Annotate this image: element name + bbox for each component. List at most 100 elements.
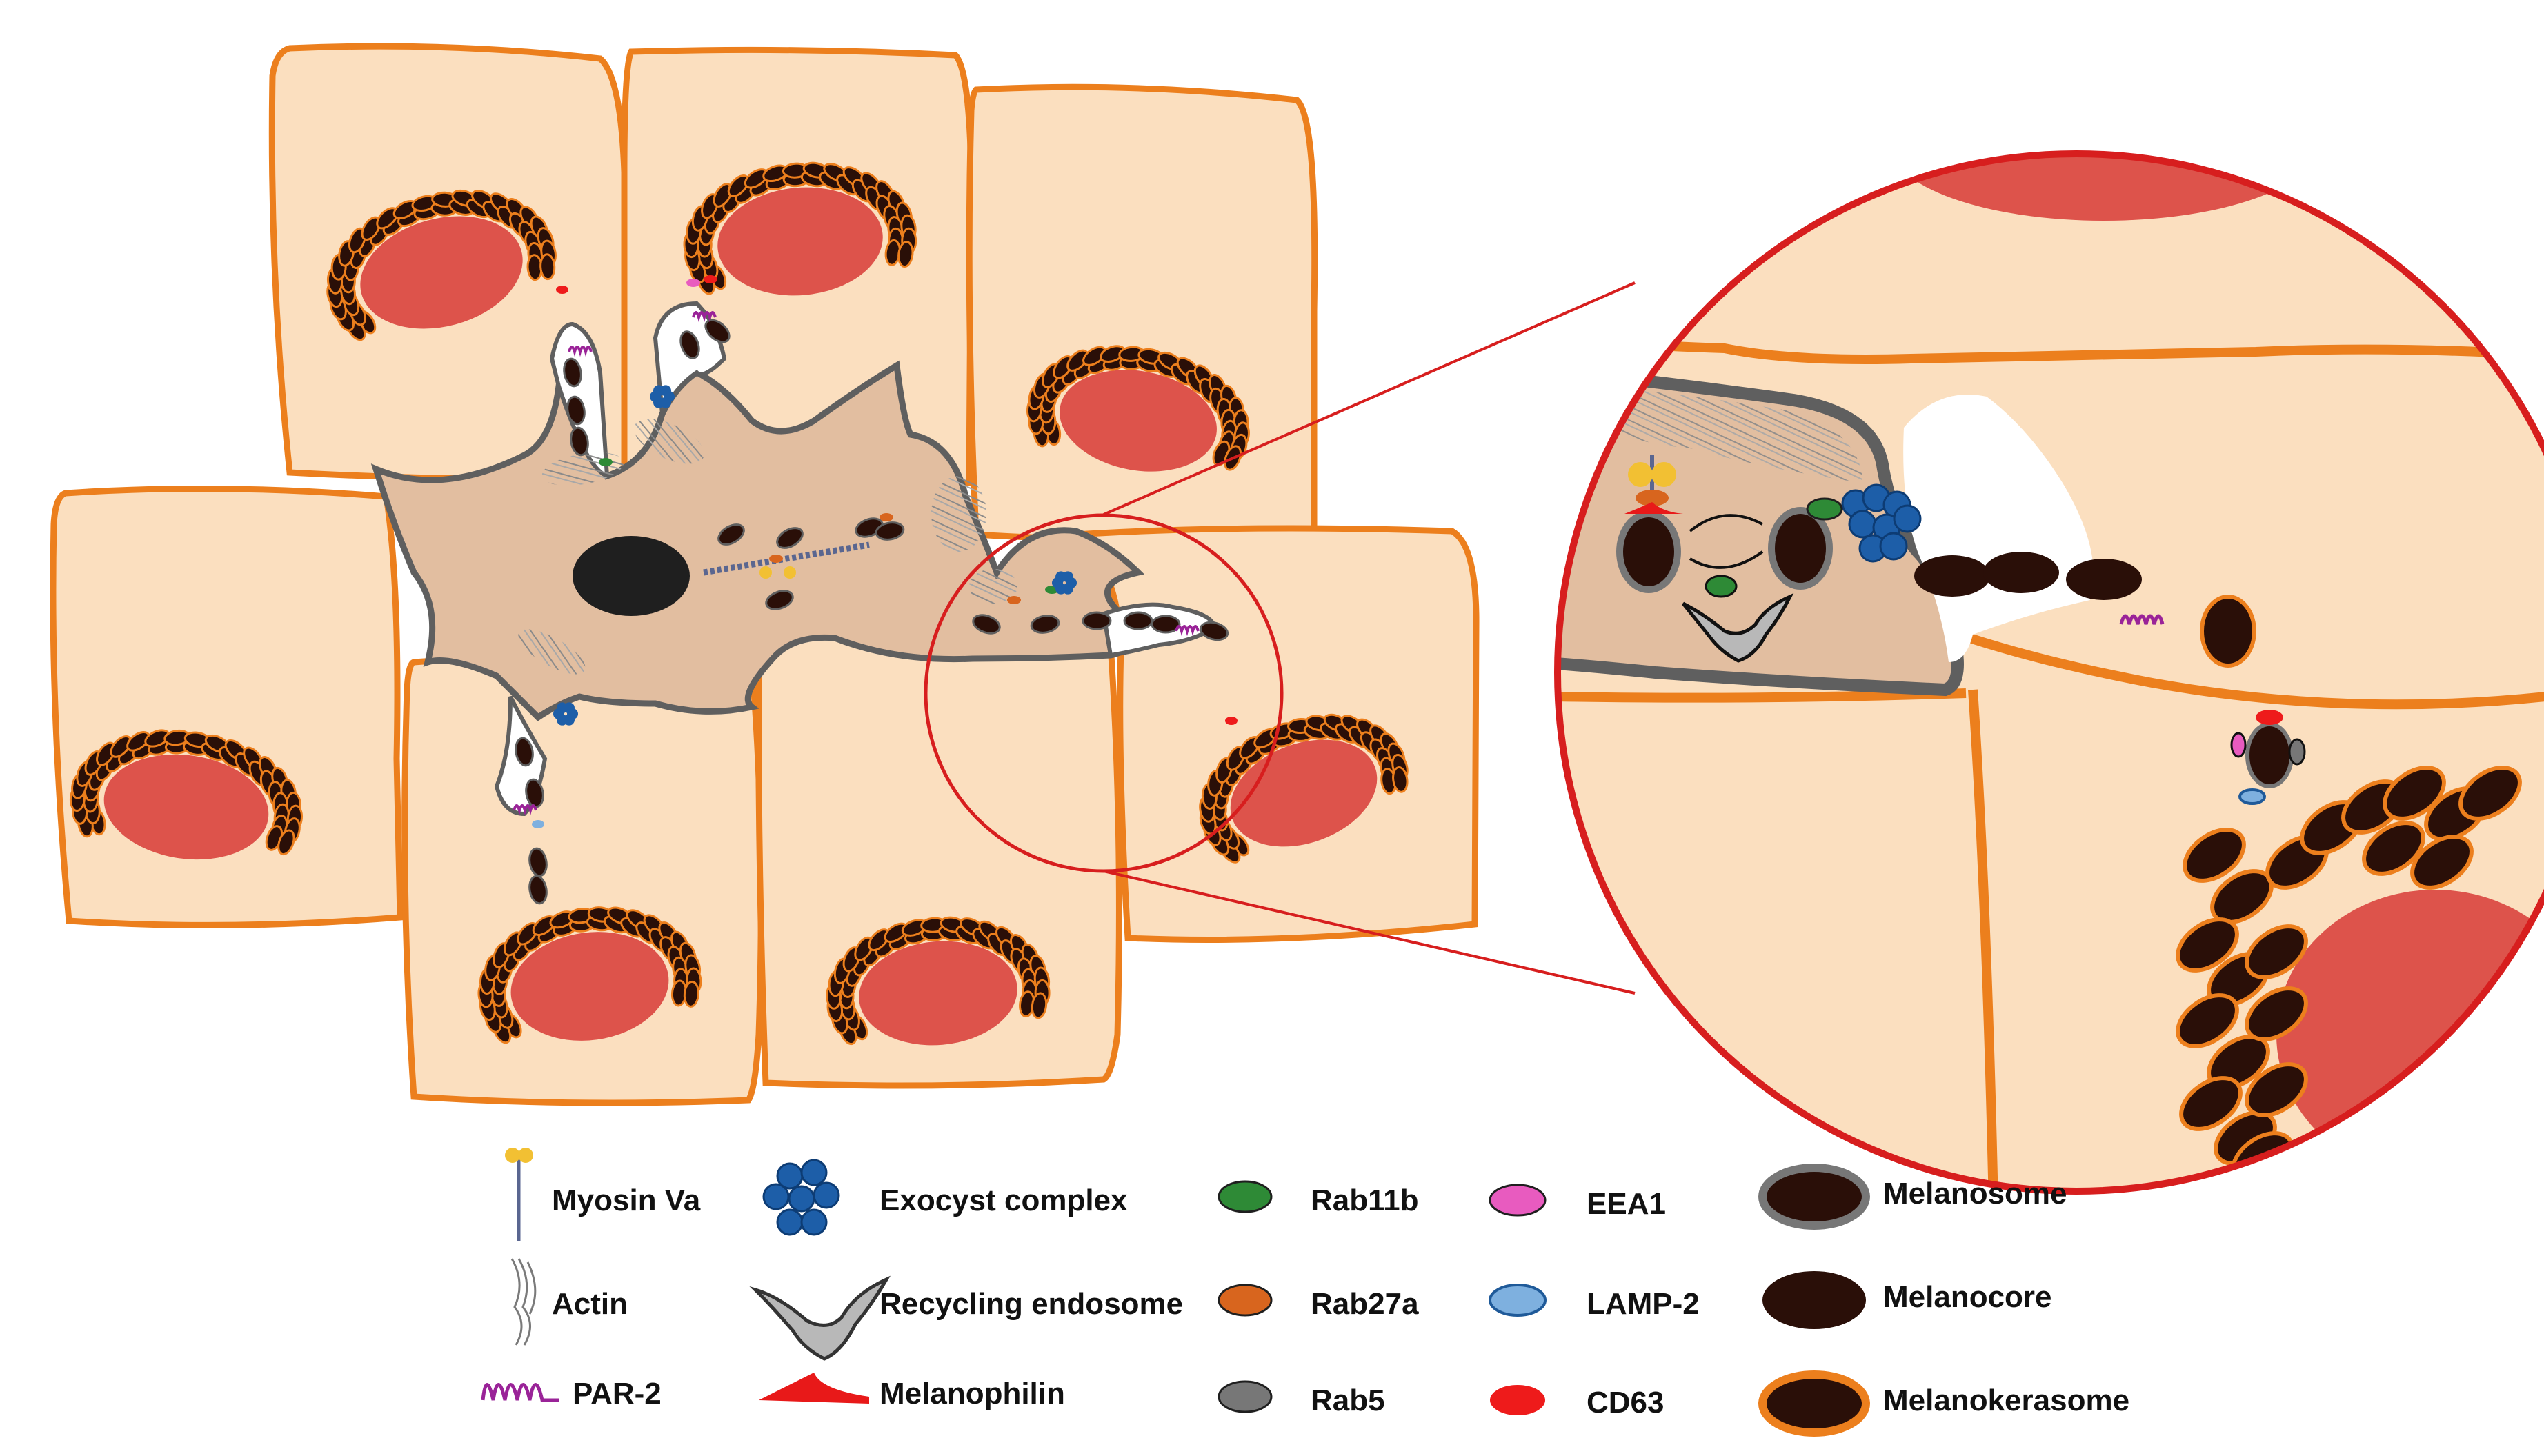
melanokerasome — [2245, 924, 2308, 979]
melanokerasome — [713, 183, 733, 208]
legend-label-actin: Actin — [552, 1287, 628, 1321]
legend-eea1: EEA1 — [1489, 1184, 1666, 1221]
melanokerasome — [1082, 346, 1106, 366]
melanokerasome — [539, 253, 556, 281]
melanokerasome — [2245, 722, 2294, 788]
zoom-ring — [1554, 150, 2544, 1195]
exocyst-subunit — [800, 1159, 828, 1186]
melanokerasome — [1392, 766, 1409, 793]
melanosome — [704, 319, 731, 343]
melanokerasome — [2362, 821, 2425, 876]
exocyst-subunit — [660, 385, 671, 397]
legend-recycling-endosome: Recycling endosome — [749, 1275, 1183, 1361]
melanokerasome — [2245, 986, 2308, 1041]
melanosome — [515, 737, 534, 767]
legend-label-rab11b: Rab11b — [1311, 1184, 1419, 1217]
cd63-marker — [1225, 717, 1238, 725]
legend-label-rab5: Rab5 — [1311, 1384, 1385, 1417]
keratinocyte-left — [50, 486, 404, 928]
myosin-head — [1651, 462, 1676, 487]
legend-label-exocyst: Exocyst complex — [880, 1184, 1128, 1217]
eea1-marker — [686, 279, 700, 287]
legend-melanocore: Melanocore — [1762, 1271, 2052, 1329]
lamp2-marker — [532, 820, 544, 828]
cd63-marker — [2256, 710, 2283, 725]
melanosome — [570, 426, 589, 457]
legend: Myosin Va Actin PAR-2 Exocyst complex Re… — [481, 1148, 2129, 1437]
legend-label-cd63: CD63 — [1587, 1386, 1664, 1419]
legend-actin: Actin — [510, 1258, 628, 1346]
melanosome — [765, 590, 794, 610]
zoom-top-nucleus — [1890, 154, 2318, 221]
melanosome — [1616, 510, 1681, 593]
melanosome — [776, 527, 804, 549]
exocyst-subunit — [564, 702, 575, 714]
cycle-arrow — [1689, 550, 1764, 569]
melanosome — [972, 614, 1001, 635]
legend-exocyst: Exocyst complex — [762, 1159, 1128, 1236]
myosin-head — [784, 566, 796, 579]
melanosome — [1123, 611, 1153, 630]
exocyst-subunit — [1893, 504, 1922, 533]
legend-rab5: Rab5 — [1218, 1380, 1385, 1417]
melanocore — [2200, 595, 2256, 668]
legend-label-lamp2: LAMP-2 — [1587, 1287, 1700, 1321]
melanocore — [1914, 555, 1990, 597]
melanokerasome — [2410, 835, 2474, 890]
zoom-inset — [1554, 150, 2544, 1195]
zoom-line-top — [1103, 281, 1636, 516]
legend-label-par2: PAR-2 — [573, 1377, 662, 1410]
myosin-head — [759, 566, 772, 579]
keratinocyte-nucleus — [360, 216, 523, 329]
legend-rab27a: Rab27a — [1218, 1284, 1419, 1321]
melanokerasome — [2179, 1076, 2243, 1131]
par2-receptor — [2119, 614, 2165, 625]
melanokerasome — [110, 735, 132, 758]
par2-receptor — [692, 311, 717, 323]
melanokerasome — [1066, 349, 1089, 372]
rab27a-marker — [1636, 490, 1669, 506]
myosin-head — [1628, 462, 1653, 487]
rab27a-marker — [880, 513, 893, 521]
eea1-marker — [2230, 732, 2247, 758]
legend-label-myosin-va: Myosin Va — [552, 1184, 701, 1217]
keratinocyte-nucleus — [859, 941, 1017, 1046]
legend-rab11b: Rab11b — [1218, 1180, 1419, 1217]
melanokerasome — [277, 829, 295, 856]
exocyst-subunit — [762, 1183, 790, 1210]
melanokerasome — [2458, 766, 2522, 821]
rab11b-marker — [599, 458, 613, 466]
melanokerasome — [348, 227, 366, 254]
zoom-line-bottom — [1103, 870, 1636, 995]
melanokerasome — [96, 741, 116, 766]
melanokerasome — [854, 936, 874, 961]
melanin-caps — [69, 161, 1409, 1046]
legend-label-rab27a: Rab27a — [1311, 1287, 1419, 1321]
melanokerasome — [2383, 766, 2446, 821]
main-markers — [513, 275, 1238, 828]
melanosome — [1151, 615, 1181, 634]
melanokerasome — [727, 174, 750, 197]
keratinocyte-nucleus — [717, 187, 883, 296]
par2-receptor — [513, 804, 537, 816]
exocyst-subunit — [800, 1208, 828, 1236]
melanosome — [528, 875, 548, 905]
legend-label-melanokerasome: Melanokerasome — [1883, 1384, 2129, 1417]
rab27a-marker — [769, 555, 783, 563]
melanokerasome — [683, 980, 699, 1008]
keratinocyte-nucleus — [103, 754, 269, 860]
melanosome — [1030, 615, 1060, 634]
legend-myosin-va: Myosin Va — [505, 1148, 701, 1241]
melanokerasome — [2183, 828, 2246, 883]
cd63-marker — [556, 286, 568, 294]
rab11b-marker — [1705, 575, 1738, 598]
lamp2-marker — [2238, 788, 2266, 805]
cycle-arrow — [1689, 514, 1763, 532]
melanosome — [875, 521, 905, 541]
par2-receptor — [1175, 625, 1200, 637]
melanosome — [1199, 621, 1229, 641]
melanokerasome — [361, 216, 381, 241]
melanokerasome — [2245, 1062, 2308, 1117]
legend-label-eea1: EEA1 — [1587, 1187, 1666, 1221]
